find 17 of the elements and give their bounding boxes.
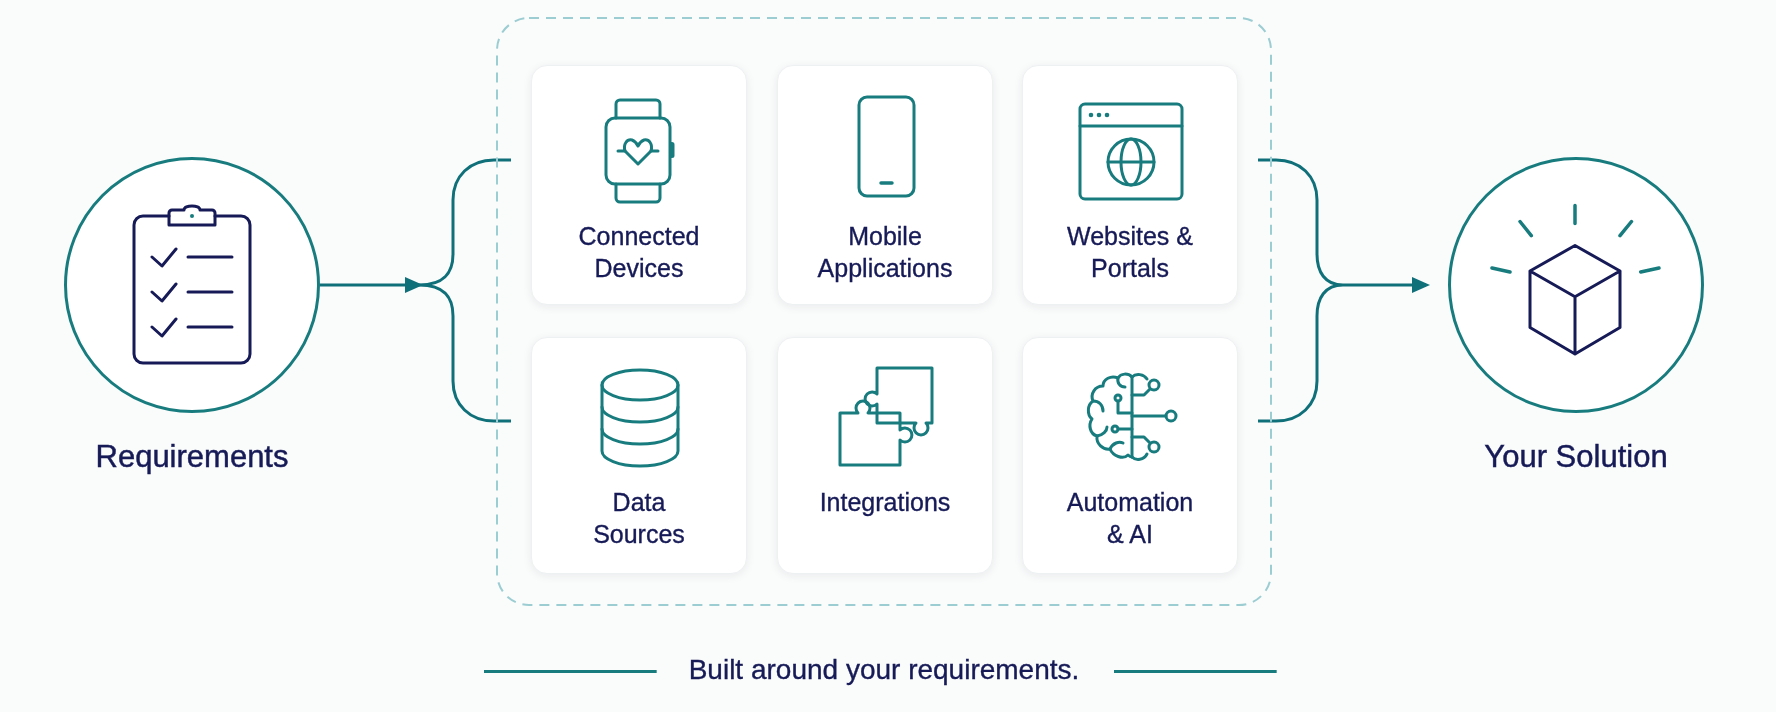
card-label: Data Sources bbox=[592, 487, 686, 550]
node-label: Your Solution bbox=[1484, 439, 1668, 475]
brace-arrow bbox=[1256, 158, 1430, 423]
card bbox=[531, 65, 747, 305]
arrow bbox=[320, 277, 423, 293]
card-label: Connected Devices bbox=[577, 221, 701, 284]
card-label: Mobile Applications bbox=[816, 221, 954, 284]
card-label: Automation & AI bbox=[1065, 487, 1195, 550]
card bbox=[777, 65, 993, 305]
card bbox=[531, 337, 747, 574]
card-label: Integrations bbox=[819, 487, 951, 518]
node-label: Requirements bbox=[95, 439, 289, 475]
card bbox=[1022, 337, 1238, 574]
caption: Built around your requirements. bbox=[688, 653, 1080, 687]
card-label: Websites & Portals bbox=[1066, 221, 1194, 284]
card bbox=[777, 337, 993, 574]
card bbox=[1022, 65, 1238, 305]
